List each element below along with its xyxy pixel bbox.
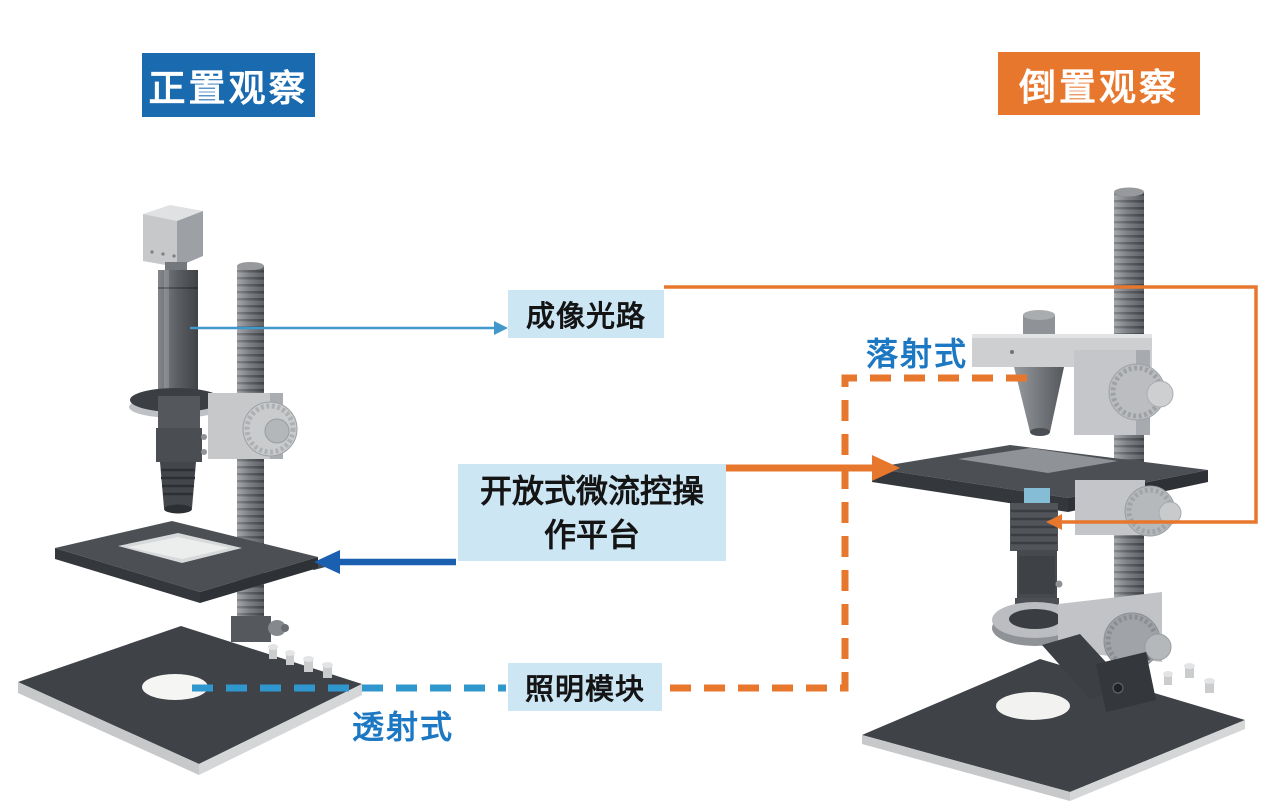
right-epi-illuminator bbox=[972, 310, 1174, 436]
right-light-spot bbox=[996, 692, 1070, 720]
callout-illumination-module: 照明模块 bbox=[508, 663, 662, 711]
right-stage-window bbox=[958, 448, 1118, 473]
callout-platform-line2: 作平台 bbox=[543, 516, 640, 553]
label-epi-mode: 落射式 bbox=[866, 336, 969, 372]
right-objective bbox=[1010, 488, 1063, 618]
left-base-rim2 bbox=[199, 684, 362, 775]
imaging-path-orange-route bbox=[664, 285, 1258, 530]
left-camera-head bbox=[143, 205, 203, 271]
arrowhead-left-icon bbox=[1046, 514, 1062, 530]
banner-upright-observation: 正置观察 bbox=[142, 53, 315, 117]
right-camera-module bbox=[1042, 634, 1156, 712]
right-base-knobs bbox=[1163, 663, 1215, 693]
imaging-path-pointer-line bbox=[190, 321, 508, 335]
left-light-spot bbox=[142, 674, 208, 700]
platform-pointer-blue-arrow bbox=[314, 550, 456, 574]
banner-inverted-observation: 倒置观察 bbox=[998, 52, 1200, 115]
right-base-rim bbox=[862, 735, 1070, 801]
left-stage bbox=[55, 521, 348, 603]
callout-platform-line1: 开放式微流控操 bbox=[479, 472, 704, 509]
platform-pointer-orange-arrow bbox=[724, 455, 900, 481]
arrowhead-right-icon bbox=[494, 321, 508, 335]
right-base-rim2 bbox=[1070, 720, 1245, 801]
left-focus-bracket bbox=[129, 388, 298, 459]
callout-open-microfluidic-platform: 开放式微流控操 作平台 bbox=[458, 464, 726, 561]
arrowhead-right-icon bbox=[872, 455, 900, 481]
banner-upright-label: 正置观察 bbox=[148, 68, 309, 109]
left-base-knobs bbox=[268, 644, 333, 678]
callout-imaging-path-label: 成像光路 bbox=[525, 301, 646, 333]
right-epi-cone bbox=[1014, 367, 1064, 432]
left-imaging-tube bbox=[158, 270, 198, 396]
connectors bbox=[190, 285, 1258, 692]
left-base-rim bbox=[18, 682, 199, 775]
callout-imaging-path: 成像光路 bbox=[508, 290, 664, 338]
left-objective bbox=[156, 396, 207, 514]
label-transmitted-mode: 透射式 bbox=[352, 709, 455, 745]
right-objective-blue-collar bbox=[1024, 488, 1050, 506]
callout-illumination-label: 照明模块 bbox=[524, 674, 645, 706]
arrowhead-left-icon bbox=[314, 550, 340, 574]
epi-dashed-route bbox=[670, 374, 1032, 692]
right-base-plate bbox=[862, 659, 1245, 792]
inverted-microscope bbox=[862, 187, 1245, 801]
banner-inverted-label: 倒置观察 bbox=[1019, 66, 1179, 108]
